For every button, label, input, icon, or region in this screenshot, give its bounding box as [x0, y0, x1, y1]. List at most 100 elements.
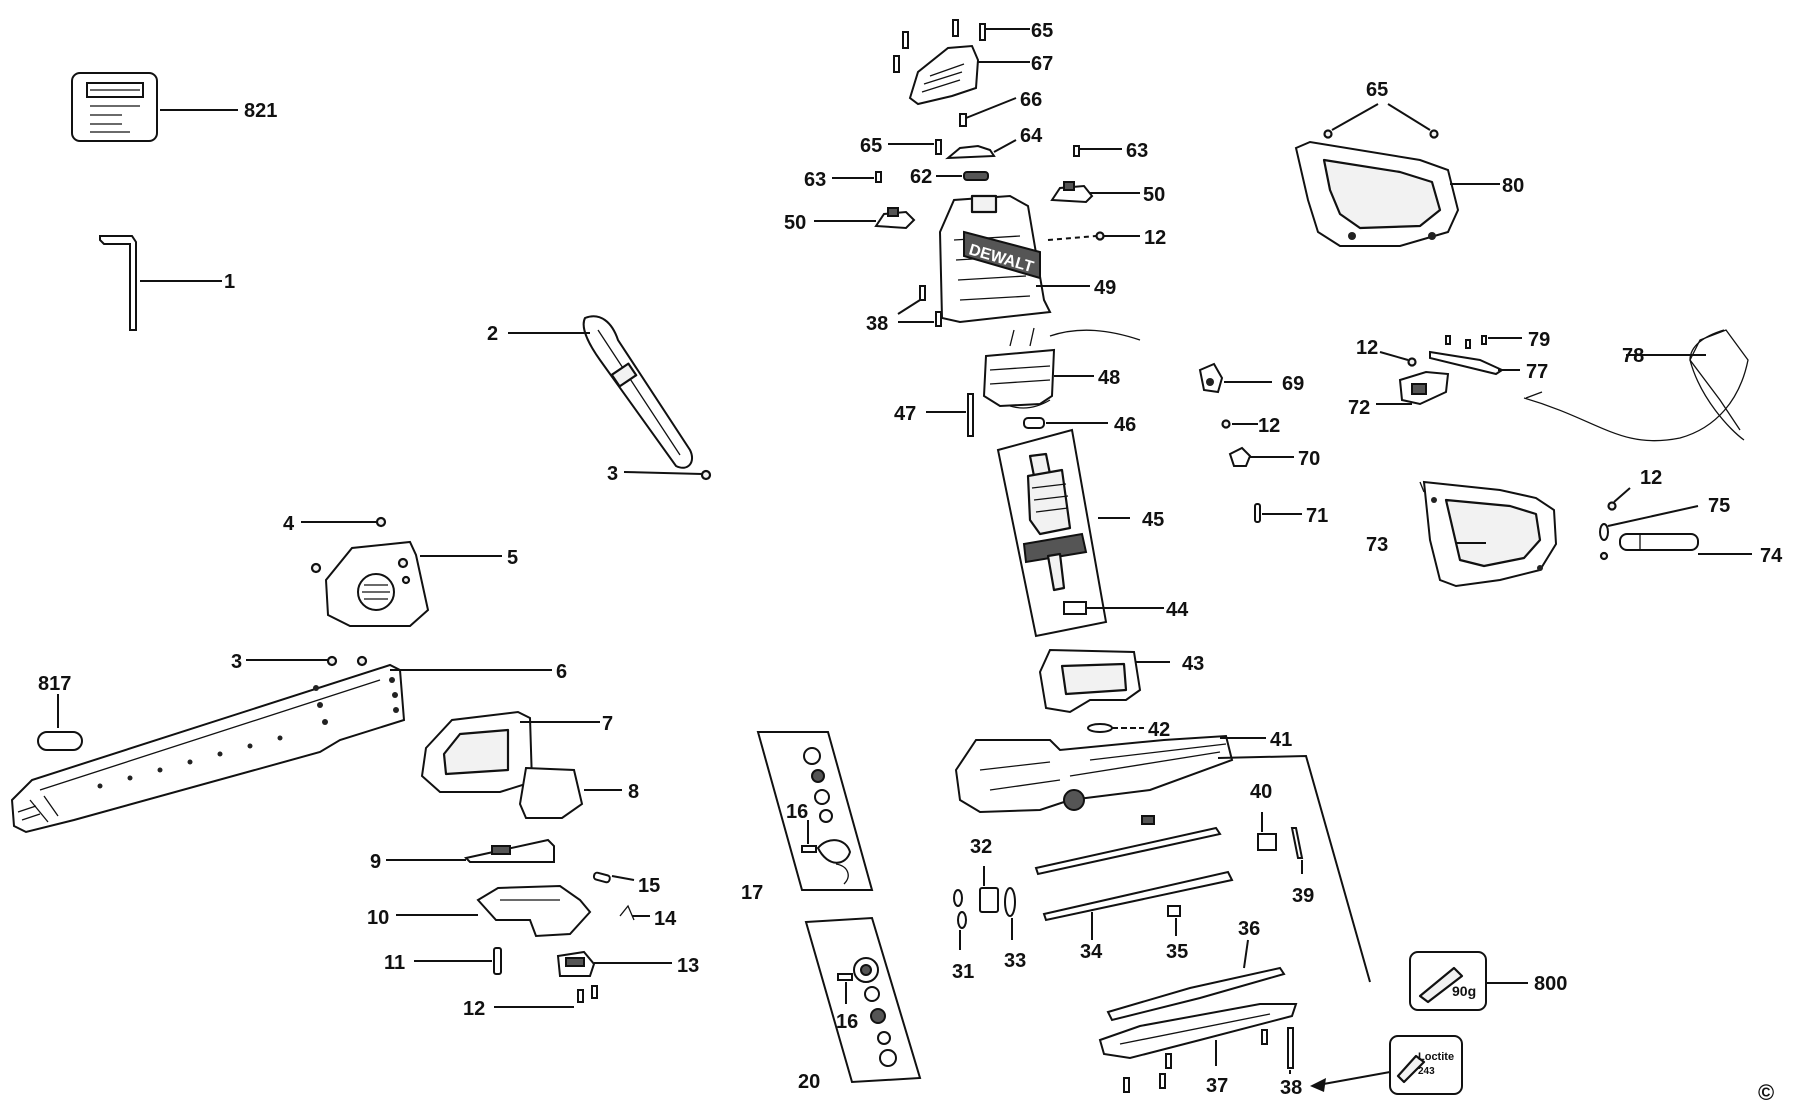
callout-32: 32 — [970, 836, 992, 858]
part-78-cable — [1523, 329, 1749, 442]
part-69-lever — [1198, 362, 1224, 394]
part-45-armature — [996, 428, 1108, 638]
callout-37: 37 — [1206, 1075, 1228, 1097]
callout-74: 74 — [1760, 545, 1783, 567]
callout-20: 20 — [798, 1071, 820, 1093]
part-49-motor-housing: DEWALT — [938, 194, 1052, 324]
callout-40: 40 — [1250, 781, 1272, 803]
callout-48: 48 — [1098, 367, 1120, 389]
callout-821: 821 — [244, 100, 277, 122]
callout-12c: 12 — [1258, 415, 1280, 437]
callout-817: 817 — [38, 673, 71, 695]
callout-31: 31 — [952, 961, 974, 983]
callout-7: 7 — [602, 713, 613, 735]
callout-12e: 12 — [1640, 467, 1662, 489]
callout-3a: 3 — [607, 463, 618, 485]
callout-50a: 50 — [1143, 184, 1165, 206]
callout-65a: 65 — [1031, 20, 1053, 42]
callout-10: 10 — [367, 907, 389, 929]
callout-5: 5 — [507, 547, 518, 569]
part-800-grease: 90g — [1409, 951, 1487, 1011]
callout-77: 77 — [1526, 361, 1548, 383]
callout-1: 1 — [224, 271, 235, 293]
part-7-chain-cover — [420, 710, 534, 793]
callout-44: 44 — [1166, 599, 1189, 621]
callout-12a: 12 — [463, 998, 485, 1020]
callout-2: 2 — [487, 323, 498, 345]
loctite-grade: 243 — [1418, 1066, 1435, 1077]
callout-33: 33 — [1004, 950, 1026, 972]
part-74-grip — [1619, 533, 1699, 551]
part-70-catch — [1228, 446, 1252, 467]
part-50-switch-left — [874, 207, 916, 230]
loctite-box: Loctite 243 — [1389, 1035, 1463, 1095]
callout-38b: 38 — [1280, 1077, 1302, 1099]
callout-12d: 12 — [1356, 337, 1378, 359]
callout-12b: 12 — [1144, 227, 1166, 249]
callout-75: 75 — [1708, 495, 1730, 517]
callout-36: 36 — [1238, 918, 1260, 940]
part-8-cover-pad — [518, 766, 584, 819]
callout-79: 79 — [1528, 329, 1550, 351]
part-43-gear-housing — [1038, 648, 1142, 714]
callout-63a: 63 — [1126, 140, 1148, 162]
part-50-switch-right — [1050, 181, 1094, 204]
part-group-20 — [804, 916, 922, 1084]
callout-42: 42 — [1148, 719, 1170, 741]
part-10-oil-tank — [476, 884, 592, 938]
part-2-side-handle — [582, 315, 694, 469]
callout-9: 9 — [370, 851, 381, 873]
loctite-text: Loctite — [1418, 1051, 1454, 1063]
callout-41: 41 — [1270, 729, 1292, 751]
callout-46: 46 — [1114, 414, 1136, 436]
part-9-oil-tank-cover — [464, 838, 555, 863]
callout-49: 49 — [1094, 277, 1116, 299]
callout-14: 14 — [654, 908, 677, 930]
callout-73: 73 — [1366, 534, 1388, 556]
grease-amount: 90g — [1452, 983, 1476, 999]
callout-70: 70 — [1298, 448, 1320, 470]
callout-39: 39 — [1292, 885, 1314, 907]
callout-65c: 65 — [1366, 79, 1388, 101]
callout-47: 47 — [894, 403, 916, 425]
part-817-bar-label — [37, 731, 83, 751]
callout-15: 15 — [638, 875, 660, 897]
callout-13: 13 — [677, 955, 699, 977]
part-1-hex-key — [99, 235, 137, 331]
callout-35: 35 — [1166, 941, 1188, 963]
callout-45: 45 — [1142, 509, 1164, 531]
callout-66: 66 — [1020, 89, 1042, 111]
callout-63b: 63 — [804, 169, 826, 191]
callout-69: 69 — [1282, 373, 1304, 395]
callout-16b: 16 — [836, 1011, 858, 1033]
part-72-switch — [1398, 370, 1450, 406]
callout-71: 71 — [1306, 505, 1328, 527]
callout-72: 72 — [1348, 397, 1370, 419]
part-821-label — [71, 72, 158, 142]
callout-34: 34 — [1080, 941, 1103, 963]
part-64-clamp — [945, 144, 996, 160]
part-67-top-cover — [908, 44, 980, 106]
part-5-sprocket-cover — [310, 540, 430, 627]
part-73-rear-handle — [1419, 480, 1558, 588]
callout-4: 4 — [283, 513, 295, 535]
callout-65b: 65 — [860, 135, 882, 157]
callout-800: 800 — [1534, 973, 1567, 995]
callout-67: 67 — [1031, 53, 1053, 75]
part-48-stator — [982, 327, 1141, 409]
part-80-rear-handle-half — [1294, 140, 1460, 247]
callout-6: 6 — [556, 661, 567, 683]
callout-50b: 50 — [784, 212, 806, 234]
callout-17: 17 — [741, 882, 763, 904]
part-41-main-housing — [954, 734, 1234, 814]
part-group-17 — [756, 731, 874, 891]
callout-78: 78 — [1622, 345, 1644, 367]
part-13-pump — [556, 950, 596, 977]
callout-16a: 16 — [786, 801, 808, 823]
callout-8: 8 — [628, 781, 639, 803]
callout-3b: 3 — [231, 651, 242, 673]
callout-80: 80 — [1502, 175, 1524, 197]
part-6-guide-bar — [10, 663, 406, 834]
callout-43: 43 — [1182, 653, 1204, 675]
